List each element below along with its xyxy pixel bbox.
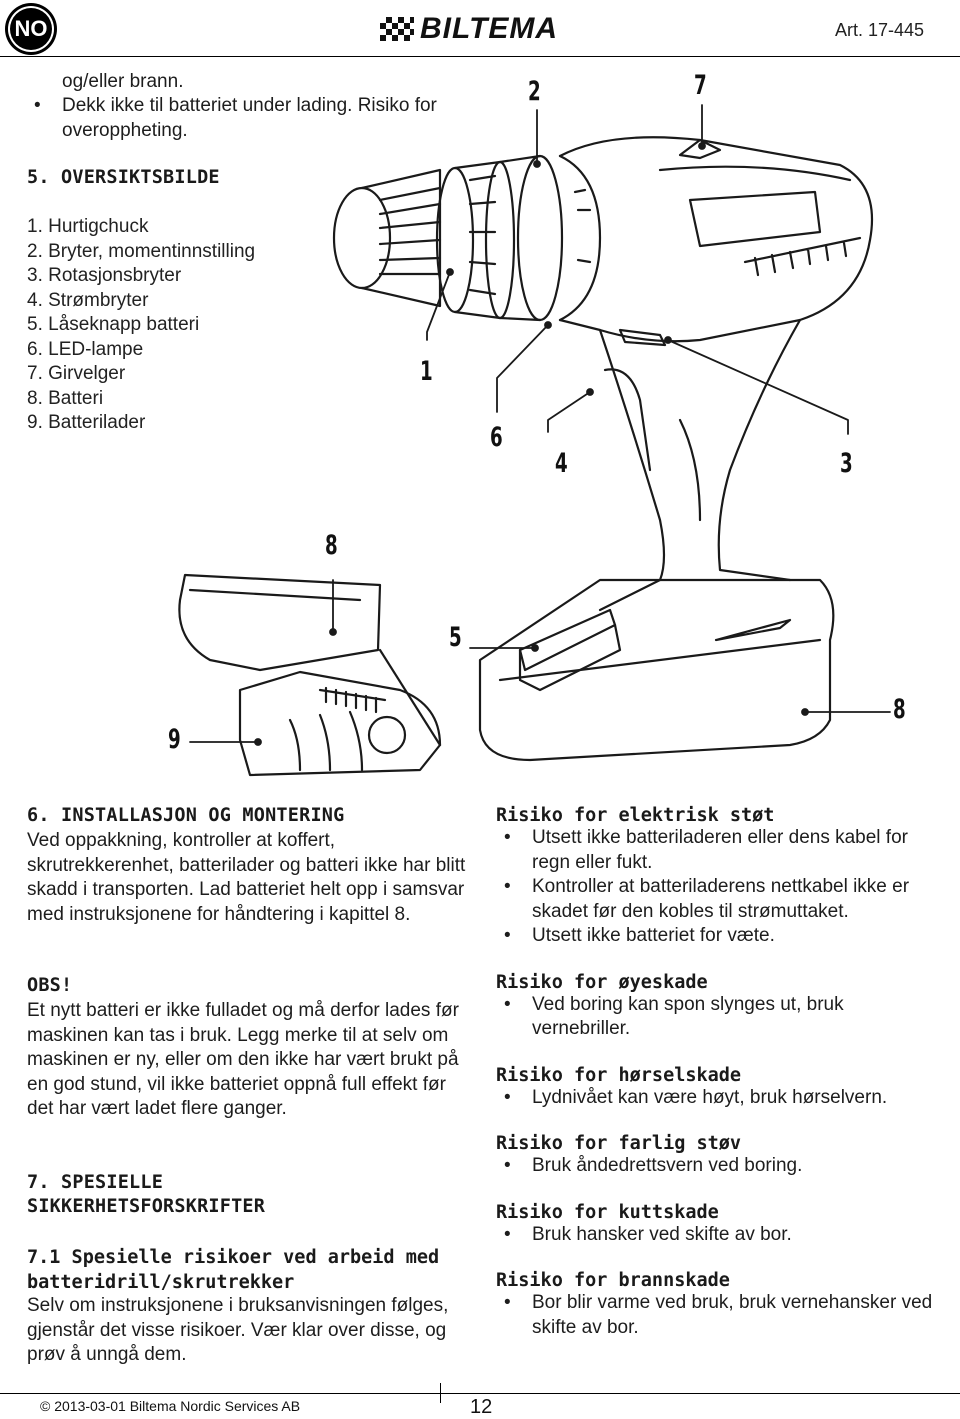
risk-title: Risiko for hørselskade — [496, 1064, 742, 1086]
list-item: 6. LED-lampe — [27, 338, 144, 360]
charger-drawing — [178, 573, 442, 777]
list-item: Dekk ikke til batteriet under lading. Ri… — [26, 94, 456, 143]
callout-label: 1 — [420, 356, 433, 387]
callout-label: 8 — [893, 694, 906, 725]
list-item: Ved boring kan spon slynges ut, bruk ver… — [496, 993, 936, 1042]
risk-bullets: Bruk hansker ved skifte av bor. — [496, 1223, 936, 1248]
list-item: Bruk hansker ved skifte av bor. — [496, 1223, 936, 1248]
risk-block: Risiko for øyeskade Ved boring kan spon … — [496, 972, 936, 1042]
callout-label: 7 — [694, 70, 707, 101]
section7-subheading: 7.1 Spesielle risikoer ved arbeid med ba… — [27, 1247, 440, 1293]
section6-text: Ved oppakkning, kontroller at koffert, s… — [27, 830, 466, 925]
callout-label: 9 — [168, 724, 181, 755]
intro-line: og/eller brann. — [62, 71, 184, 92]
footer-tick — [440, 1383, 441, 1403]
section6-heading: 6. INSTALLASJON OG MONTERING — [27, 805, 345, 826]
risk-block: Risiko for hørselskade Lydnivået kan vær… — [496, 1065, 936, 1111]
list-item: 5. Låseknapp batteri — [27, 314, 200, 335]
obs-heading: OBS! — [27, 975, 73, 996]
footer-copyright: © 2013-03-01 Biltema Nordic Services AB — [40, 1398, 301, 1414]
header-divider — [0, 56, 960, 57]
list-item: 9. Batterilader — [27, 412, 146, 433]
risk-title: Risiko for brannskade — [496, 1270, 730, 1291]
list-item: Utsett ikke batteriladeren eller dens ka… — [496, 826, 936, 875]
list-item: 8. Batteri — [27, 387, 104, 409]
leader-lines — [189, 104, 891, 746]
checkered-flag-icon — [380, 17, 414, 41]
section7-heading-2: SIKKERHETSFORSKRIFTER — [27, 1196, 266, 1217]
list-item: Lydnivået kan være høyt, bruk hørselvern… — [496, 1086, 936, 1111]
list-item: Kontroller at batteriladerens nettkabel … — [496, 875, 936, 924]
battery-drawing — [478, 578, 835, 762]
risk-bullets: Utsett ikke batteriladeren eller dens ka… — [496, 826, 936, 949]
risk-block: Risiko for brannskade Bor blir varme ved… — [496, 1270, 936, 1340]
intro-bullets: Dekk ikke til batteriet under lading. Ri… — [26, 94, 456, 143]
overview-heading: 5. OVERSIKTSBILDE — [27, 167, 220, 188]
risk-title: Risiko for elektrisk støt — [496, 805, 775, 826]
torque-ring — [558, 154, 602, 322]
risk-block: Risiko for elektrisk støt Utsett ikke ba… — [496, 805, 936, 949]
risk-bullets: Lydnivået kan være høyt, bruk hørselvern… — [496, 1086, 936, 1111]
drill-body — [558, 136, 874, 612]
chuck-drawing — [332, 154, 564, 322]
risk-bullets: Bruk åndedrettsvern ved boring. — [496, 1154, 936, 1179]
list-item: 1. Hurtigchuck — [27, 216, 149, 237]
risk-block: Risiko for kuttskade Bruk hansker ved sk… — [496, 1202, 936, 1248]
footer-divider — [0, 1393, 960, 1394]
page-number: 12 — [470, 1396, 493, 1418]
language-badge: NO — [8, 6, 54, 52]
callout-label: 3 — [840, 448, 853, 479]
callout-label: 5 — [449, 622, 462, 653]
risk-title: Risiko for kuttskade — [496, 1201, 719, 1223]
list-item: Bruk åndedrettsvern ved boring. — [496, 1154, 936, 1179]
callout-label: 2 — [528, 76, 541, 107]
callout-label: 8 — [325, 530, 338, 561]
list-item: Bor blir varme ved bruk, bruk vernehansk… — [496, 1291, 936, 1340]
list-item: 2. Bryter, momentinnstilling — [27, 240, 256, 262]
callout-label: 6 — [490, 422, 503, 453]
risk-title: Risiko for øyeskade — [496, 971, 708, 993]
section7-heading-1: 7. SPESIELLE — [27, 1172, 164, 1193]
callout-label: 4 — [555, 448, 568, 479]
list-item: Utsett ikke batteriet for væte. — [496, 924, 936, 949]
list-item: 3. Rotasjonsbryter — [27, 265, 182, 286]
drill-illustration — [178, 104, 891, 777]
biltema-logo: BILTEMA — [380, 12, 559, 45]
article-number: Art. 17-445 — [834, 20, 924, 40]
list-item: 4. Strømbryter — [27, 289, 149, 311]
risk-list: Risiko for elektrisk støt Utsett ikke ba… — [496, 805, 936, 1340]
overview-list: 1. Hurtigchuck 2. Bryter, momentinnstill… — [27, 215, 255, 436]
list-item: 7. Girvelger — [27, 363, 126, 384]
risk-bullets: Ved boring kan spon slynges ut, bruk ver… — [496, 993, 936, 1042]
obs-text: Et nytt batteri er ikke fulladet og må d… — [27, 1000, 459, 1119]
logo-text: BILTEMA — [420, 12, 559, 45]
section7-text: Selv om instruksjonene i bruksanvisninge… — [27, 1295, 449, 1365]
risk-title: Risiko for farlig støv — [496, 1133, 742, 1154]
risk-block: Risiko for farlig støv Bruk åndedrettsve… — [496, 1133, 936, 1179]
risk-bullets: Bor blir varme ved bruk, bruk vernehansk… — [496, 1291, 936, 1340]
